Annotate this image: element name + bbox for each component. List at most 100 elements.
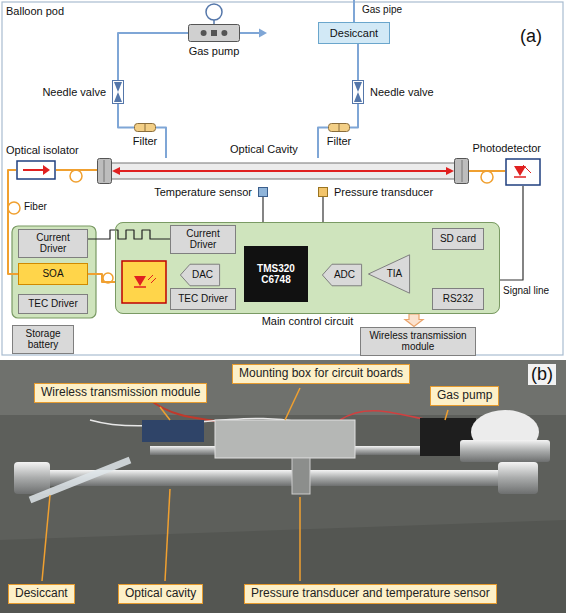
isolator-arrow [23,169,44,171]
pump-body [189,25,240,42]
desiccant-box: Desiccant [318,22,390,44]
filter-body [135,124,156,132]
part-label: Main control circuit [262,315,354,328]
laser-beam [119,170,447,172]
amplifier-triangle: TIA [368,254,410,294]
part-label: Pressure transducer [334,186,433,199]
symbol-art [352,80,364,104]
box-label: RS232 [436,293,480,305]
outlet-arrowhead [259,29,267,38]
symbol-art [188,24,240,42]
panel-title: Balloon pod [6,5,64,18]
optical-fiber [88,274,115,282]
part-label: Needle valve [370,86,434,99]
fiber-loop [8,202,20,214]
optical-fiber [8,170,18,274]
amplifier-outline [368,255,409,293]
panel-frame [2,2,563,355]
callout-label: Mounting box for circuit boards [239,366,403,380]
symbol-art [16,160,56,180]
signal-wire [262,197,263,222]
photo-callout: Pressure transducer and temperature sens… [244,584,497,604]
fitting [14,462,50,494]
cavity-end [460,440,550,462]
detector-body [506,159,540,185]
valve-wedge [354,82,362,92]
valve-wedge [114,82,122,92]
driver-box: Current Driver [170,225,236,254]
symbol-art [121,260,167,304]
part-label: Photodetector [473,142,542,155]
valve-body [353,81,364,104]
sensor-photo [292,458,310,494]
processor-chip: TMS320 C6748 [244,246,308,302]
box-label: SOA [22,268,84,280]
pressure-transducer: Pressure transducer [318,187,328,197]
box-label: Storage battery [16,328,70,351]
callout-label: Optical cavity [125,586,196,600]
board-fill [115,222,500,314]
gas-pipe [357,44,359,80]
photo-callout: Gas pump [430,386,499,406]
driver-box: TEC Driver [18,294,88,314]
pump-core [211,30,217,36]
needle-valve: Needle valve [112,80,124,104]
fiber-loop [70,170,82,182]
fiber-label: Fiber [24,201,47,213]
light-ray [151,278,156,283]
gas-pipe [156,128,166,159]
photo-callout: Wireless transmission module [34,383,207,403]
battery-box: Storage battery [12,325,74,354]
valve-wedge [354,92,362,102]
symbol-art [318,187,328,197]
storage-card-box: SD card [432,228,484,250]
filter-mesh [339,124,340,131]
gas-pipe [350,104,358,128]
adc-block: ADC [322,264,362,286]
dac-block: DAC [180,264,220,286]
part-label: Temperature sensor [154,186,252,199]
beam-arrowhead [446,167,454,175]
leader-line [165,489,170,581]
gas-pipe [118,104,134,128]
box-label: SD card [436,233,480,245]
box-label: ADC [330,269,359,281]
pump-port [221,30,227,36]
signal-wire [88,230,170,239]
wireless-module-box: Wireless transmission module [360,327,476,356]
needle-valve: Needle valve [352,80,364,104]
fiber-loop [481,171,493,183]
diode-bar [134,286,146,288]
panel-tag: (a) [520,26,542,47]
signal-wire [322,197,323,222]
box-label: Desiccant [322,27,386,40]
filter-mesh [145,124,146,131]
diode-bar [514,176,526,178]
cavity-photo [40,470,500,486]
symbol-art [505,158,541,186]
photo-ground [0,360,566,613]
gas-pump-symbol: Gas pump [188,24,240,42]
cavity-flange [98,159,112,184]
part-label: Filter [133,135,157,148]
callout-label: Wireless transmission module [41,385,200,399]
diode-symbol [514,166,526,176]
part-label: Needle valve [42,86,106,99]
signal-wire [500,186,523,280]
symbol-art [328,123,350,132]
mirror-mount [462,160,463,182]
optical-fiber [469,170,505,172]
optical-isolator: Optical isolator [16,160,56,180]
driver-box: TEC Driver [170,288,236,310]
cavity-tube [109,163,457,179]
laser-box [122,261,166,303]
pump-outlet [240,32,260,34]
photo-wall [0,360,566,415]
callout-label: Desiccant [15,586,68,600]
box-label: DAC [188,269,217,281]
leader-line [42,495,50,581]
filter-body [329,124,350,132]
circuit-box [215,420,355,458]
symbol-art [134,123,156,132]
light-ray [526,168,531,173]
